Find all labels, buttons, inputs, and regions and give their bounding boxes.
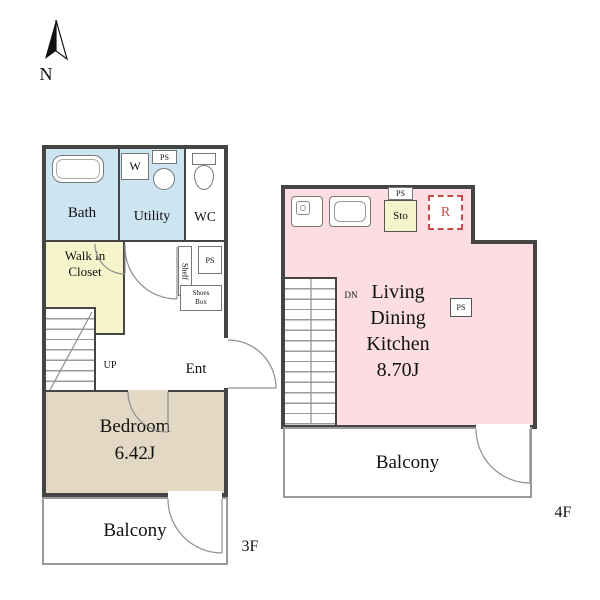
bedroom-name: Bedroom [99, 416, 171, 437]
storage-closet: Sto [384, 200, 417, 232]
storage-label: Sto [393, 210, 408, 222]
entrance-corridor [96, 335, 224, 390]
floor4-label: 4F [554, 504, 572, 521]
ps-right-label: PS [456, 303, 466, 312]
washer-label: W [129, 159, 141, 173]
floor3-balcony-label: Balcony [103, 520, 167, 541]
front-door-opening [223, 338, 230, 388]
ldk-balcony-opening [476, 424, 530, 430]
ldk-label: Living Dining Kitchen 8.70J [348, 279, 448, 383]
bedroom-size: 6.42J [114, 443, 156, 464]
floor3-balcony: Balcony [42, 497, 228, 565]
shoes-box: Shoes Box [180, 285, 222, 311]
ps-duct-utility: PS [152, 150, 177, 164]
front-door-arc [227, 339, 277, 389]
ps-storage-label: PS [396, 189, 405, 198]
ldk-line3: Kitchen [366, 333, 430, 355]
floor4-balcony-label: Balcony [375, 451, 440, 473]
stairs-up [46, 307, 96, 392]
ldk-line1: Living [371, 281, 425, 303]
floor3-label: 3F [241, 538, 259, 555]
ldk-line2: Dining [370, 307, 426, 329]
shelf-label: Shelf [180, 262, 190, 280]
entrance-label: Ent [185, 361, 207, 377]
wall-segment [168, 390, 224, 392]
wall-segment [96, 390, 128, 392]
stairs-up-label: UP [103, 360, 117, 371]
ps-hall-label: PS [205, 255, 215, 265]
stove-icon [291, 196, 323, 227]
wc-label: WC [194, 209, 216, 224]
closet-label: Walk in Closet [48, 248, 122, 280]
bedroom-balcony-opening [168, 491, 222, 500]
floor4-balcony: Balcony [283, 427, 532, 498]
shelf: Shelf [178, 246, 192, 296]
fridge-label: R [440, 204, 451, 220]
ps-duct-right: PS [450, 298, 472, 317]
north-arrow-icon [36, 18, 72, 64]
bedroom-label: Bedroom 6.42J [46, 413, 224, 467]
north-label: N [39, 64, 53, 84]
toilet-tank-icon [192, 153, 216, 165]
floor3-plan: Bath W PS Utility WC Walk in Closet UP [42, 145, 228, 497]
ps-utility-label: PS [160, 152, 169, 162]
ps-duct-storage: PS [388, 187, 413, 200]
stairs-down [285, 277, 337, 425]
bath-label: Bath [67, 205, 97, 221]
bathtub-icon [52, 155, 104, 183]
shoes-box-line2: Box [195, 298, 207, 306]
shoes-box-line1: Shoes [192, 289, 210, 297]
stairs-down-label: DN [344, 290, 358, 300]
closet-label-line1: Walk in [64, 248, 106, 263]
toilet-bowl-icon [194, 165, 214, 190]
utility-label: Utility [133, 209, 171, 224]
closet-notch [96, 307, 125, 335]
closet-label-line2: Closet [68, 264, 102, 279]
washing-machine-icon [153, 168, 175, 190]
fridge-space: R [428, 195, 463, 230]
ldk-size: 8.70J [376, 359, 420, 381]
ps-duct-hall: PS [198, 246, 222, 274]
sink-icon [329, 196, 371, 227]
washer-pan-icon: W [121, 153, 149, 180]
